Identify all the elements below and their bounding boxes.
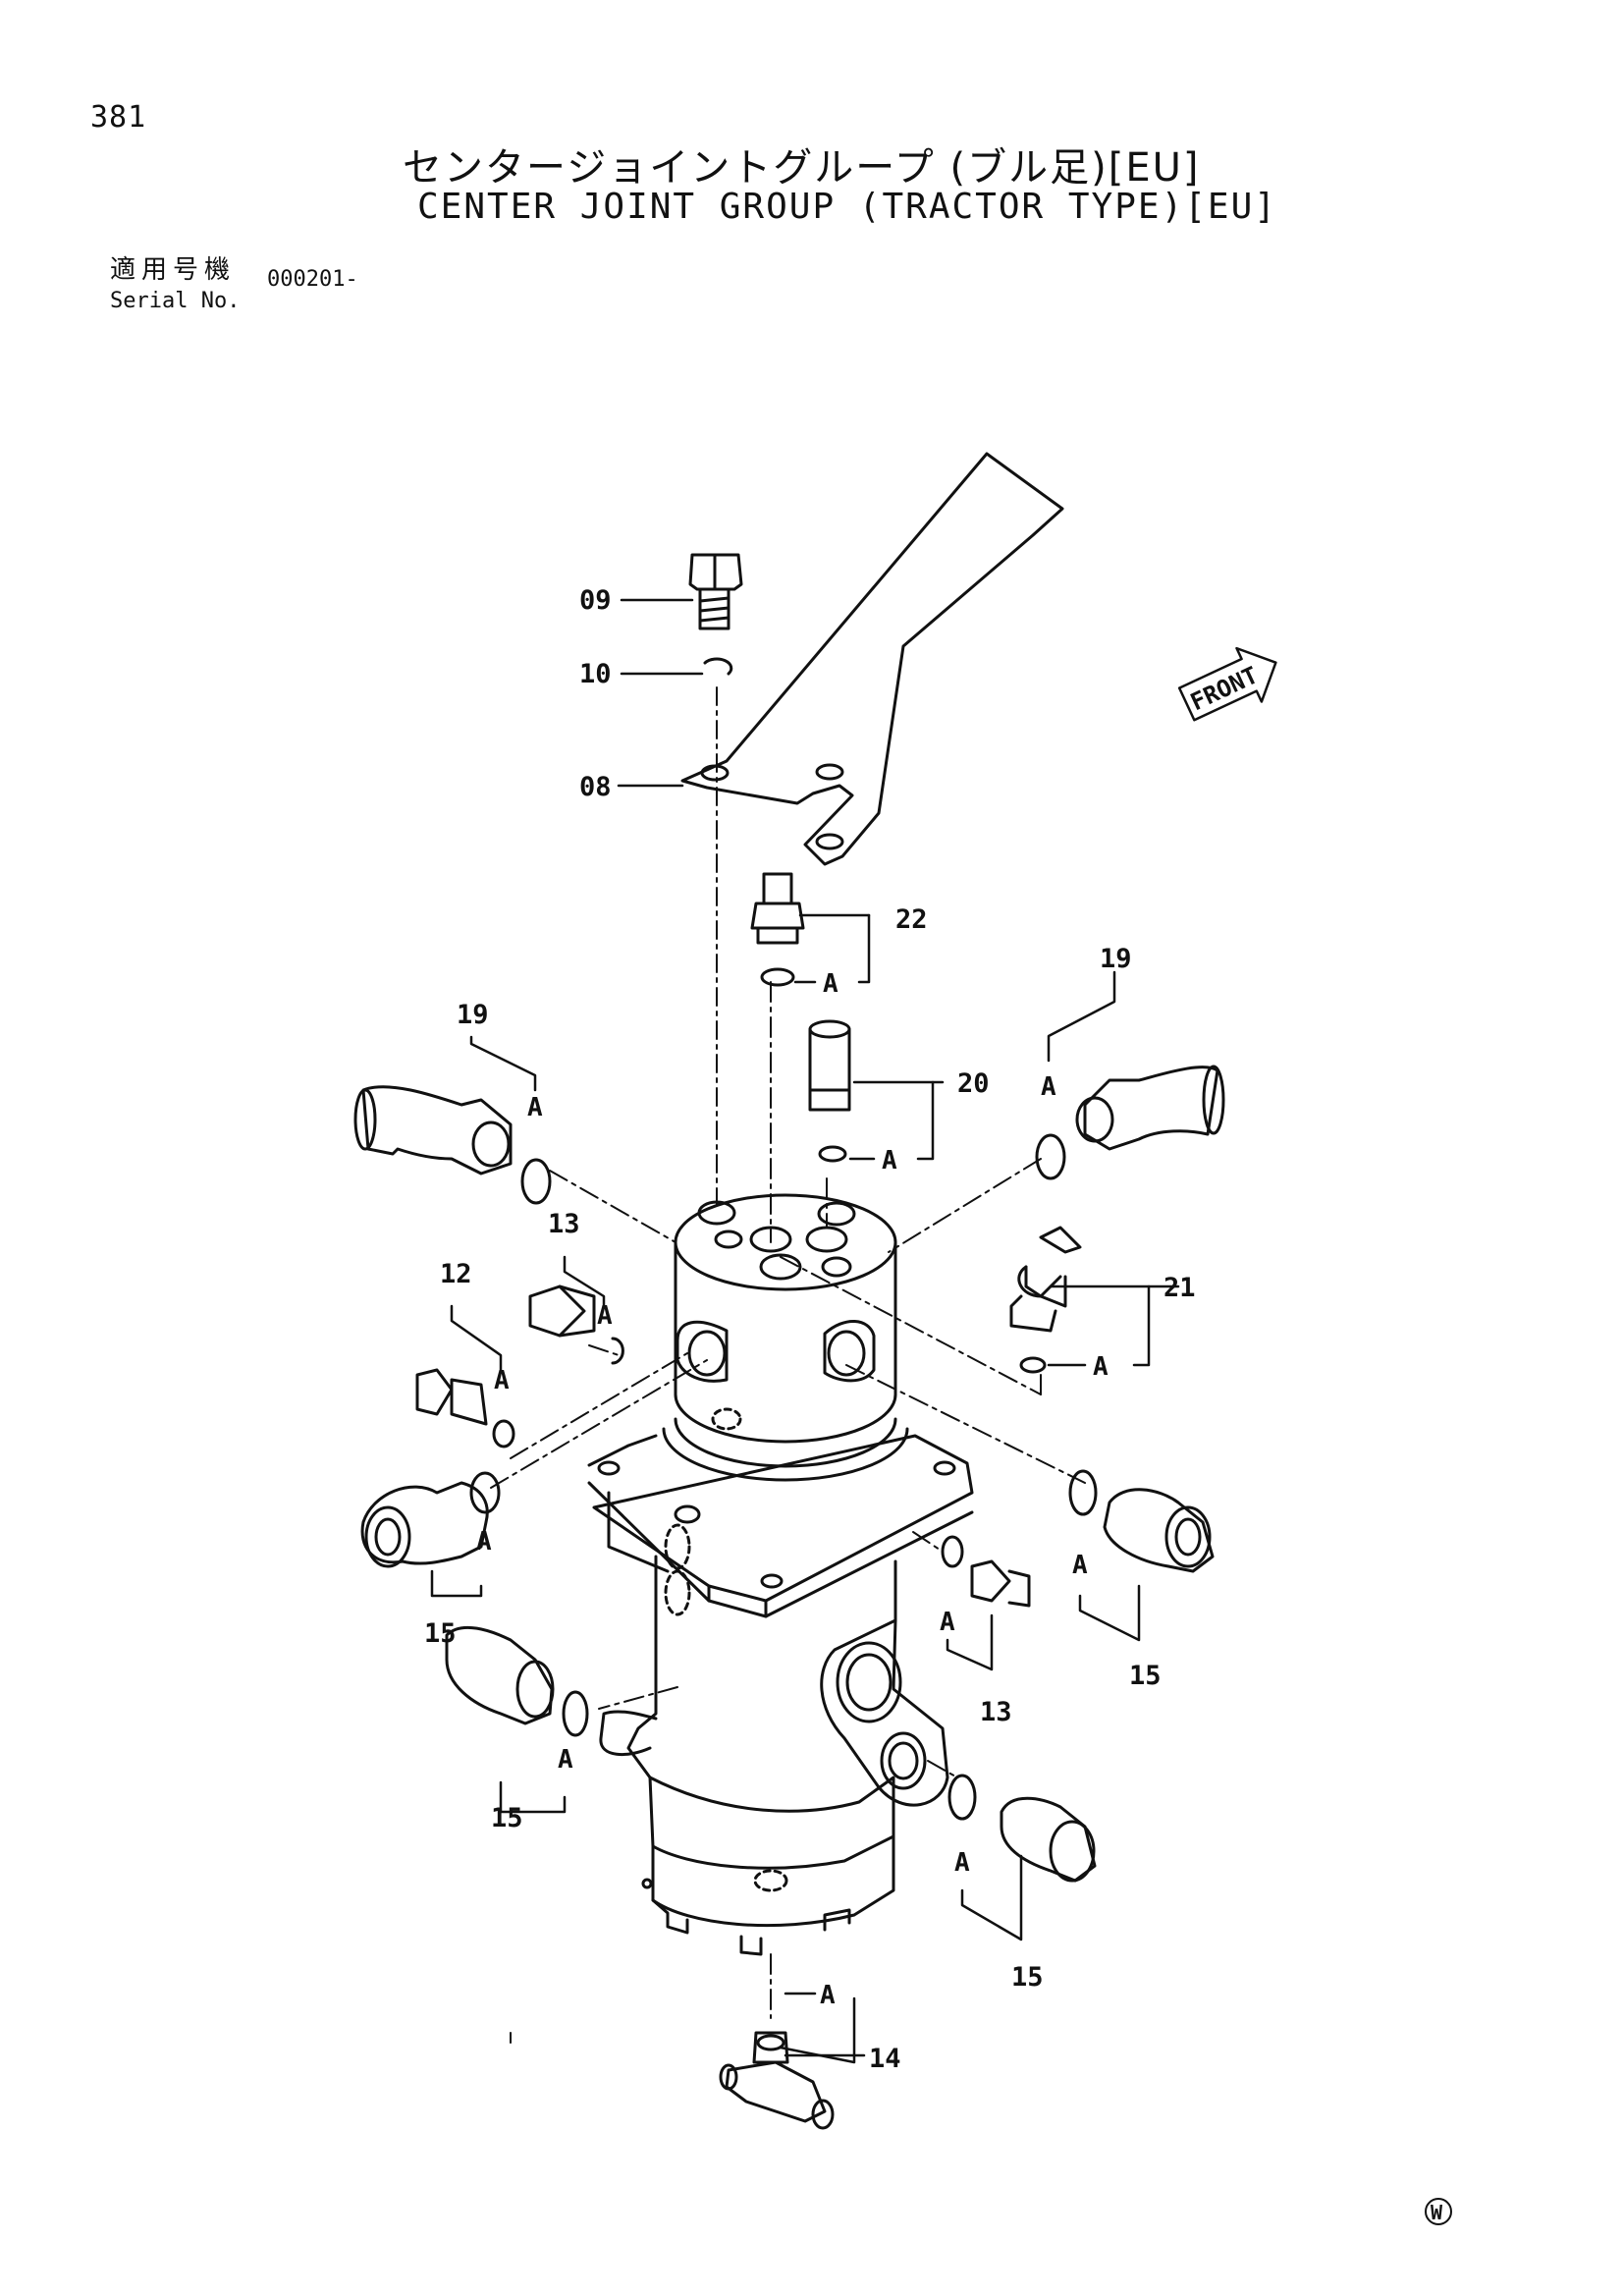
bracket-part bbox=[680, 452, 1064, 866]
adapter-15-lower-left bbox=[445, 1625, 589, 1737]
serial-label-english: Serial No. bbox=[110, 289, 241, 313]
callout-08: 08 bbox=[579, 772, 612, 802]
callout-15-upper-left: 15 bbox=[424, 1618, 457, 1649]
front-label: FRONT bbox=[1186, 661, 1262, 716]
callout-13-lower: 13 bbox=[980, 1697, 1012, 1727]
fitting-21 bbox=[1009, 1226, 1082, 1374]
connector-a: A bbox=[494, 1366, 510, 1395]
callout-09: 09 bbox=[579, 585, 612, 616]
callout-10: 10 bbox=[579, 659, 612, 689]
title-japanese: センタージョイントグループ (ブル足)[EU] bbox=[403, 145, 1201, 191]
callout-15-lower-left: 15 bbox=[491, 1803, 523, 1833]
callout-leaders bbox=[430, 598, 1180, 2064]
connector-a: A bbox=[820, 1981, 836, 2010]
connector-a: A bbox=[1041, 1072, 1056, 1102]
connector-a: A bbox=[597, 1301, 613, 1331]
callout-14: 14 bbox=[869, 2044, 901, 2074]
callout-15-upper-right: 15 bbox=[1129, 1661, 1162, 1691]
adapter-15-lower-right bbox=[947, 1774, 1097, 1883]
connector-a: A bbox=[940, 1608, 955, 1637]
callout-19-left: 19 bbox=[457, 1000, 489, 1030]
connector-a: A bbox=[1072, 1551, 1088, 1580]
callout-13-upper: 13 bbox=[548, 1209, 580, 1239]
watermark-circle-w: W bbox=[1425, 2198, 1452, 2225]
fitting-20 bbox=[808, 1019, 851, 1163]
center-joint-body bbox=[587, 1193, 974, 1956]
page-number: 381 bbox=[90, 100, 147, 135]
elbow-19-left bbox=[353, 1085, 552, 1205]
callout-19-right: 19 bbox=[1100, 944, 1132, 974]
callout-12: 12 bbox=[440, 1259, 472, 1289]
callout-22: 22 bbox=[895, 904, 928, 935]
title-english: CENTER JOINT GROUP (TRACTOR TYPE)[EU] bbox=[417, 187, 1277, 227]
fitting-13-upper bbox=[528, 1285, 624, 1365]
tee-fitting-14 bbox=[719, 2031, 835, 2130]
adapter-15-upper-left bbox=[360, 1471, 501, 1568]
callout-20: 20 bbox=[957, 1068, 990, 1099]
watermark-letter: W bbox=[1431, 2201, 1443, 2224]
serial-number-value: 000201- bbox=[267, 267, 358, 292]
serial-label-japanese: 適用号機 bbox=[110, 255, 237, 285]
elbow-19-right bbox=[1035, 1065, 1225, 1180]
connector-a: A bbox=[476, 1527, 492, 1557]
fitting-13-lower bbox=[941, 1535, 1031, 1608]
callout-15-lower-right: 15 bbox=[1011, 1962, 1044, 1993]
washer-part bbox=[703, 657, 733, 676]
adapter-15-upper-right bbox=[1068, 1469, 1215, 1573]
connector-a: A bbox=[1093, 1352, 1109, 1382]
connector-a: A bbox=[823, 969, 839, 999]
connector-a: A bbox=[954, 1848, 970, 1878]
fitting-12 bbox=[415, 1368, 515, 1449]
connector-a: A bbox=[558, 1745, 573, 1775]
assembly-axis-lines bbox=[490, 981, 1086, 2044]
connector-a: A bbox=[882, 1146, 897, 1175]
fitting-22 bbox=[750, 872, 805, 987]
connector-a: A bbox=[527, 1093, 543, 1122]
front-direction-arrow: FRONT bbox=[1177, 646, 1277, 722]
bolt-part bbox=[688, 553, 743, 630]
callout-21: 21 bbox=[1163, 1273, 1196, 1303]
